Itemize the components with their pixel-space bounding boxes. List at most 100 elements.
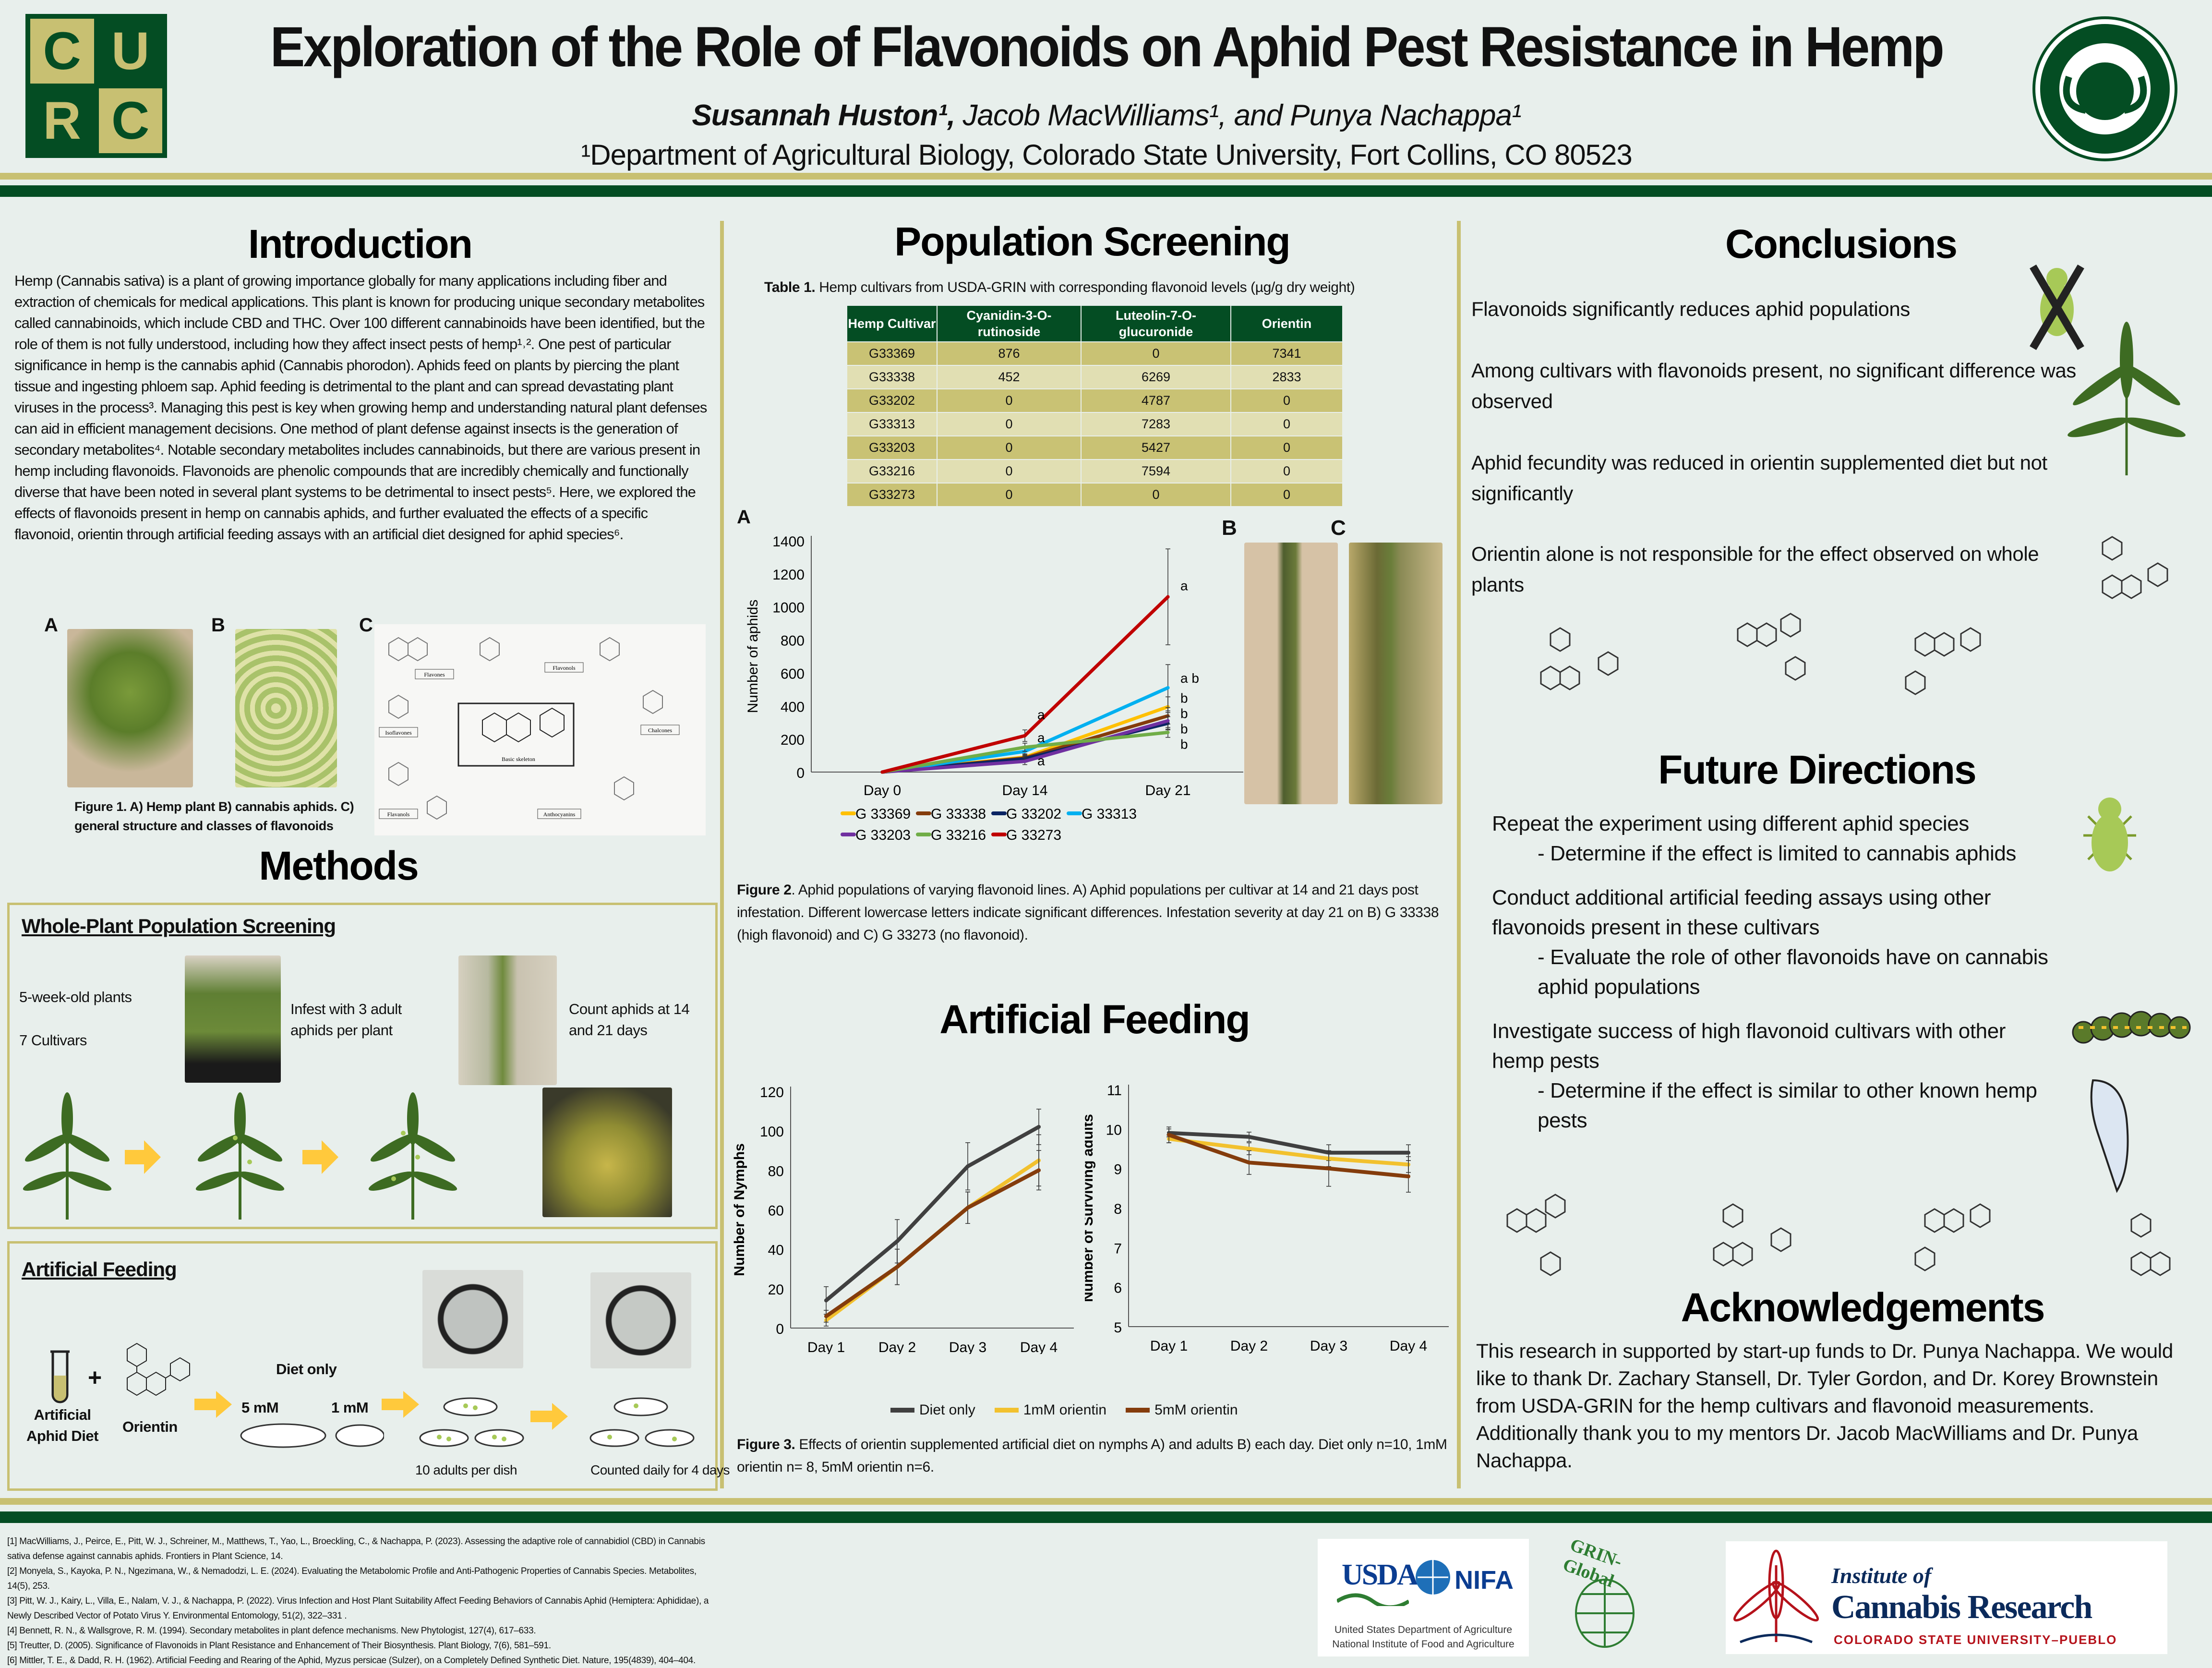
- artificial-feeding-title: Artificial Feeding: [22, 1258, 177, 1281]
- molecule-icon: [1506, 1194, 1566, 1276]
- authors: Susannah Huston¹, Jacob MacWilliams¹, an…: [192, 98, 2021, 133]
- molecule-icon: [2102, 536, 2168, 599]
- table-cell: 0: [1230, 459, 1343, 483]
- column-header: Cyanidin-3-O-rutinoside: [937, 305, 1082, 342]
- data-point: [1247, 1147, 1251, 1151]
- whole-plant-screening-panel: [7, 903, 718, 1229]
- y-tick-label: 11: [1107, 1083, 1122, 1099]
- column-header: Orientin: [1230, 305, 1343, 342]
- usda-caption: United States Department of Agriculture …: [1332, 1624, 1515, 1650]
- future-item-sub: - Determine if the effect is similar to …: [1538, 1079, 2037, 1132]
- data-point: [1023, 734, 1027, 737]
- future-item-main: Repeat the experiment using different ap…: [1492, 812, 1969, 835]
- significance-letter: a: [1037, 730, 1045, 745]
- y-tick-label: 100: [760, 1124, 784, 1140]
- table-cell: G33273: [846, 483, 938, 507]
- column-header: Hemp Cultivar: [846, 305, 938, 342]
- legend-label: G 33216: [931, 827, 986, 843]
- future-item: Investigate success of high flavonoid cu…: [1492, 1016, 2044, 1136]
- y-tick-label: 20: [768, 1282, 784, 1298]
- table-cell: 2833: [1230, 365, 1343, 389]
- nifa-globe-icon: [1416, 1560, 1450, 1595]
- diagram-label: Anthocyanins: [543, 811, 576, 818]
- potted-plant-photo: [185, 955, 281, 1083]
- x-tick-label: Day 0: [864, 783, 901, 798]
- figure3-caption: Figure 3. Effects of orientin supplement…: [737, 1433, 1447, 1478]
- reference-item: [5] Treutter, D. (2005). Significance of…: [7, 1641, 551, 1651]
- step-plants-age: 5-week-old plants: [19, 989, 132, 1005]
- logo-letter: U: [98, 19, 162, 84]
- significance-letter: b: [1180, 690, 1188, 705]
- molecule-icon: [1713, 1203, 1791, 1267]
- diet-only-label: Diet only: [276, 1361, 337, 1378]
- legend-label: G 33202: [1006, 806, 1061, 822]
- diagram-label: Chalcones: [648, 727, 672, 734]
- y-tick-label: 0: [776, 1321, 784, 1337]
- petri-dish-photo: [590, 1272, 691, 1368]
- significance-letter: a: [1037, 753, 1045, 768]
- table-cell: 6269: [1081, 365, 1231, 389]
- future-item: Conduct additional artificial feeding as…: [1492, 883, 2058, 1002]
- larva-icon: [2090, 1079, 2129, 1193]
- grin-global-logo: GRIN-Global: [1560, 1535, 1642, 1656]
- conclusion-item: Aphid fecundity was reduced in orientin …: [1471, 451, 2047, 505]
- legend-item: Diet only: [890, 1402, 975, 1418]
- data-point: [1166, 686, 1170, 689]
- affiliation: ¹Department of Agricultural Biology, Col…: [581, 139, 1632, 171]
- legend-swatch: [890, 1408, 914, 1413]
- conclusion-item: Flavonoids significantly reduces aphid p…: [1471, 298, 1910, 320]
- column-header: Luteolin-7-O-glucuronide: [1081, 305, 1231, 342]
- diagram-label: Flavones: [424, 671, 445, 678]
- dishes-with-aphids-icon: [589, 1397, 695, 1447]
- y-tick-label: 40: [768, 1243, 784, 1258]
- artificial-diet-label: Artificial Aphid Diet: [26, 1406, 99, 1444]
- footer-gold-rule: [0, 1498, 2212, 1505]
- step-infest: Infest with 3 adult aphids per plant: [290, 1001, 402, 1039]
- introduction-heading: Introduction: [248, 221, 473, 266]
- table-caption: Table 1. Hemp cultivars from USDA-GRIN w…: [764, 279, 1355, 296]
- table-cell: 0: [1230, 412, 1343, 436]
- molecule-icon: [1737, 613, 1806, 681]
- legend-swatch: [1126, 1408, 1150, 1413]
- y-tick-label: 1400: [772, 534, 805, 550]
- legend-label: G 33203: [855, 827, 911, 843]
- diagram-label: Flavanols: [387, 811, 410, 818]
- aphid-icon: [2083, 798, 2136, 871]
- y-tick-label: 1200: [772, 567, 805, 583]
- significance-letter: a: [1180, 578, 1188, 593]
- step-count: Count aphids at 14 and 21 days: [569, 1001, 690, 1039]
- fig2-label-a: A: [737, 507, 751, 528]
- legend-label: G 33313: [1082, 806, 1137, 822]
- dishes-with-aphids-icon: [419, 1397, 524, 1447]
- flavonoid-molecules-row: [1506, 1194, 2171, 1276]
- y-tick-label: 10: [1106, 1122, 1122, 1138]
- artificial-feeding-heading: Artificial Feeding: [939, 997, 1250, 1042]
- y-tick-label: 9: [1114, 1162, 1122, 1178]
- legend-swatch: [994, 1408, 1019, 1413]
- table-cell: 7283: [1081, 412, 1231, 436]
- table-cell: 876: [937, 341, 1082, 366]
- significance-letter: a: [1037, 707, 1045, 722]
- column-divider: [1457, 221, 1461, 1488]
- fig1-label-a: A: [44, 615, 58, 636]
- table-cell: 0: [1081, 483, 1231, 507]
- data-point: [824, 1298, 828, 1303]
- usda-hills-icon: [1337, 1593, 1409, 1606]
- high-flavonoid-stem-photo: [1244, 543, 1338, 804]
- table-cell: 0: [937, 483, 1082, 507]
- data-point: [1327, 1166, 1331, 1171]
- fig1-label-c: C: [359, 615, 373, 636]
- nifa-logo-text: NIFA: [1455, 1566, 1514, 1595]
- data-point: [824, 1314, 828, 1318]
- plant-growth-sequence: [23, 1092, 457, 1220]
- series-line-diet-only: [824, 1124, 1041, 1303]
- curc-logo: C U R C: [25, 14, 167, 158]
- y-tick-label: 400: [781, 699, 805, 715]
- header-gold-rule: [0, 173, 2212, 180]
- conclusion-item: Among cultivars with flavonoids present,…: [1471, 359, 2076, 412]
- y-tick-label: 80: [768, 1163, 784, 1179]
- flavonoid-classes-diagram: Flavones Flavonols Isoflavones Chalcones…: [374, 624, 706, 835]
